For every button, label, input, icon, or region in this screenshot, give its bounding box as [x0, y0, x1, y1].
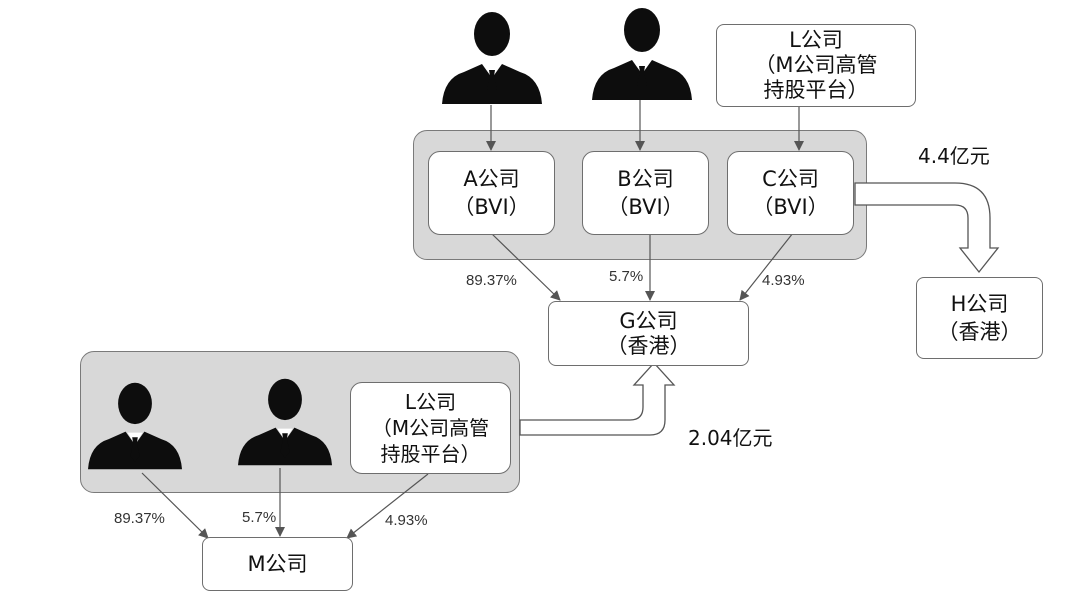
- entity-g-type: （香港）: [606, 333, 691, 358]
- pct-c-to-g: 4.93%: [762, 272, 805, 289]
- entity-c-box: C公司 （BVI）: [727, 151, 854, 235]
- entity-g-name: G公司: [619, 308, 678, 333]
- person-icon: [88, 382, 182, 470]
- block-arrow-c-to-h: [854, 182, 1000, 274]
- lower-l-company-name: L公司: [404, 390, 457, 414]
- pct-l-to-m: 4.93%: [385, 512, 428, 529]
- upper-l-company-box: L公司 （M公司高管 持股平台）: [716, 24, 916, 107]
- arrow-l-to-m: [346, 473, 429, 539]
- lower-l-company-desc1: （M公司高管: [371, 416, 490, 440]
- transfer-amount-c-to-h: 4.4亿元: [918, 144, 990, 168]
- entity-h-name: H公司: [950, 292, 1009, 316]
- entity-a-box: A公司 （BVI）: [428, 151, 555, 235]
- entity-m-name: M公司: [247, 552, 308, 576]
- entity-b-name: B公司: [617, 167, 674, 191]
- pct-b-to-g: 5.7%: [609, 268, 644, 285]
- entity-m-box: M公司: [202, 537, 353, 591]
- arrow-c-to-g: [739, 232, 794, 301]
- entity-b-box: B公司 （BVI）: [582, 151, 709, 235]
- lower-l-company-box: L公司 （M公司高管 持股平台）: [350, 382, 511, 474]
- transfer-amount-to-g: 2.04亿元: [688, 426, 773, 450]
- entity-c-type: （BVI）: [752, 195, 829, 219]
- upper-l-company-desc1: （M公司高管: [754, 53, 878, 77]
- pct-p2-to-m: 5.7%: [242, 509, 277, 526]
- arrow-p1-to-m: [141, 472, 209, 539]
- pct-p1-to-m: 89.37%: [114, 510, 165, 527]
- upper-l-company-desc2: 持股平台）: [763, 78, 869, 102]
- entity-a-name: A公司: [463, 167, 520, 191]
- person-icon: [238, 378, 332, 466]
- arrow-a-to-g: [490, 232, 561, 301]
- entity-c-name: C公司: [762, 167, 819, 191]
- entity-b-type: （BVI）: [607, 195, 684, 219]
- upper-l-company-name: L公司: [789, 28, 843, 52]
- entity-a-type: （BVI）: [453, 195, 530, 219]
- entity-h-type: （香港）: [937, 320, 1022, 344]
- entity-h-box: H公司 （香港）: [916, 277, 1043, 359]
- entity-g-box: G公司 （香港）: [548, 301, 749, 366]
- person-icon: [442, 12, 542, 104]
- block-arrow-to-g: [519, 362, 676, 436]
- person-icon: [592, 8, 692, 100]
- pct-a-to-g: 89.37%: [466, 272, 517, 289]
- lower-l-company-desc2: 持股平台）: [380, 442, 481, 466]
